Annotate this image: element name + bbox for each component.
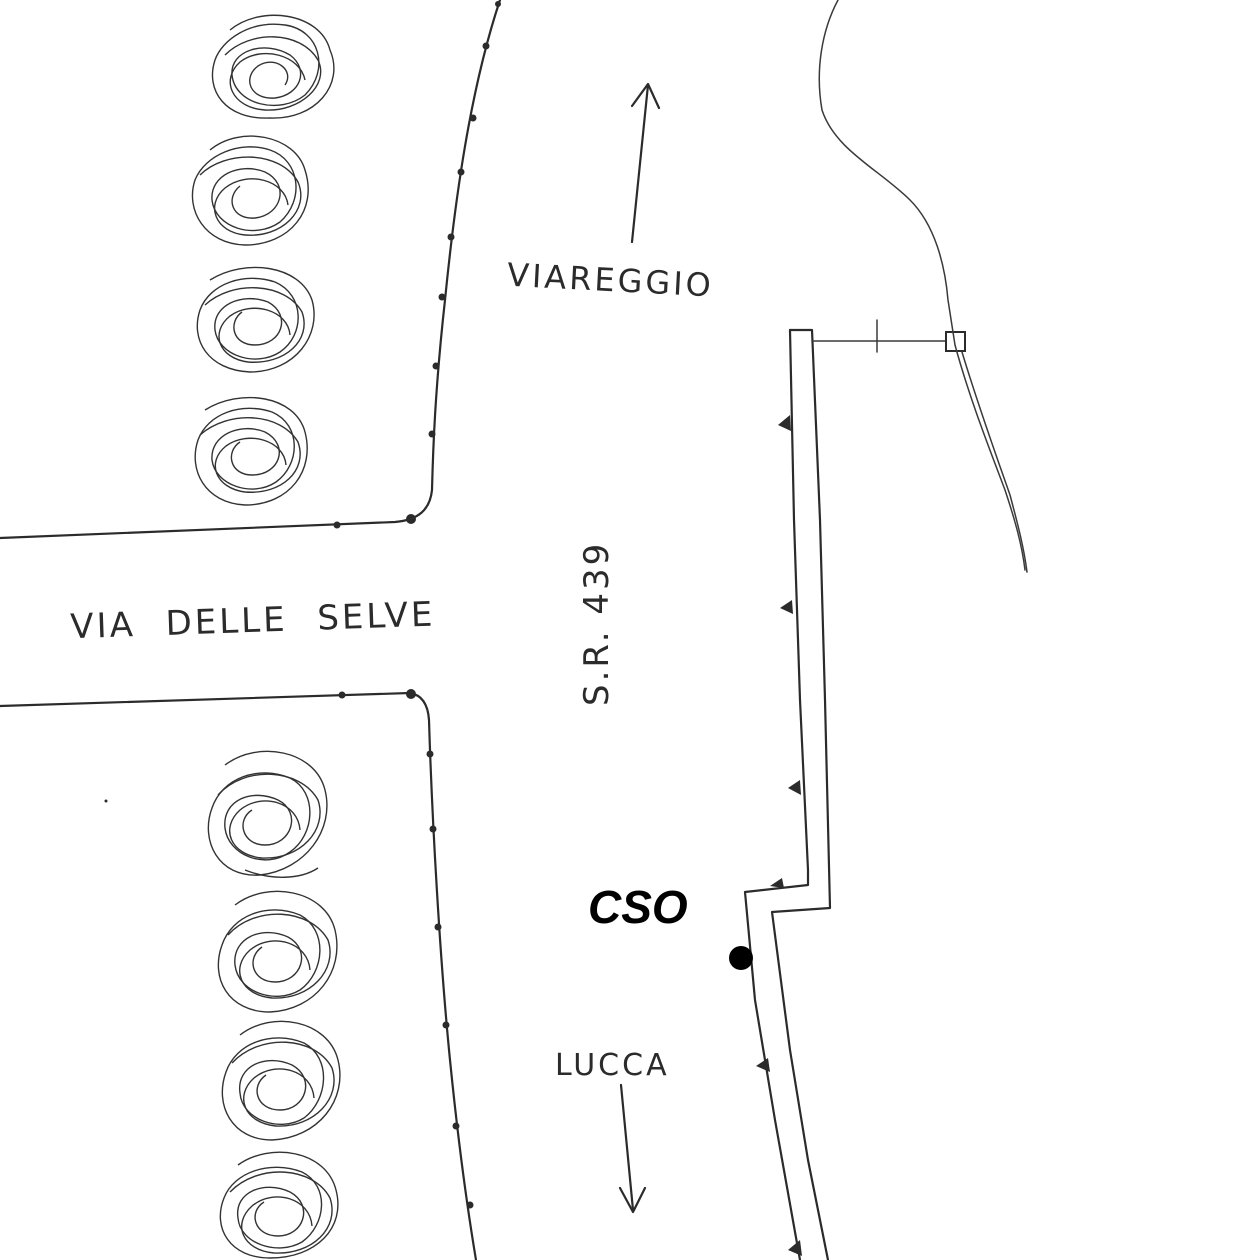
shrub-icon [191,135,309,246]
right-wall-inner [743,328,810,1260]
wall-markers [756,415,802,1256]
shrub-icon [211,14,335,119]
shrub-icon [219,1151,339,1259]
terrain-boundary-double [961,351,1028,573]
label-via-delle-selve: VIA DELLE SELVE [70,595,436,648]
road-edge-upper-left [0,0,502,540]
label-lucca: LUCCA [555,1048,670,1083]
label-viareggio: VIAREGGIO [506,256,715,305]
road-edge-lower-left [0,691,478,1260]
arrow-down-icon [618,1083,647,1214]
label-sr-439: S.R. 439 [577,541,617,706]
shrub-icon [217,890,338,1013]
right-wall-outer [770,328,832,1260]
shrub-icon [194,396,308,506]
arrow-up-icon [630,82,661,244]
kerb-dots-upper [333,1,501,529]
terrain-boundary [818,0,1026,571]
filled-circle-icon [729,946,753,970]
shrub-icon [221,1020,341,1141]
gate-post [945,331,966,352]
kerb-dots-lower [338,689,474,1209]
shrub-icon [207,750,328,878]
cso-label: CSO [588,881,688,933]
shrub-icon [196,266,315,373]
